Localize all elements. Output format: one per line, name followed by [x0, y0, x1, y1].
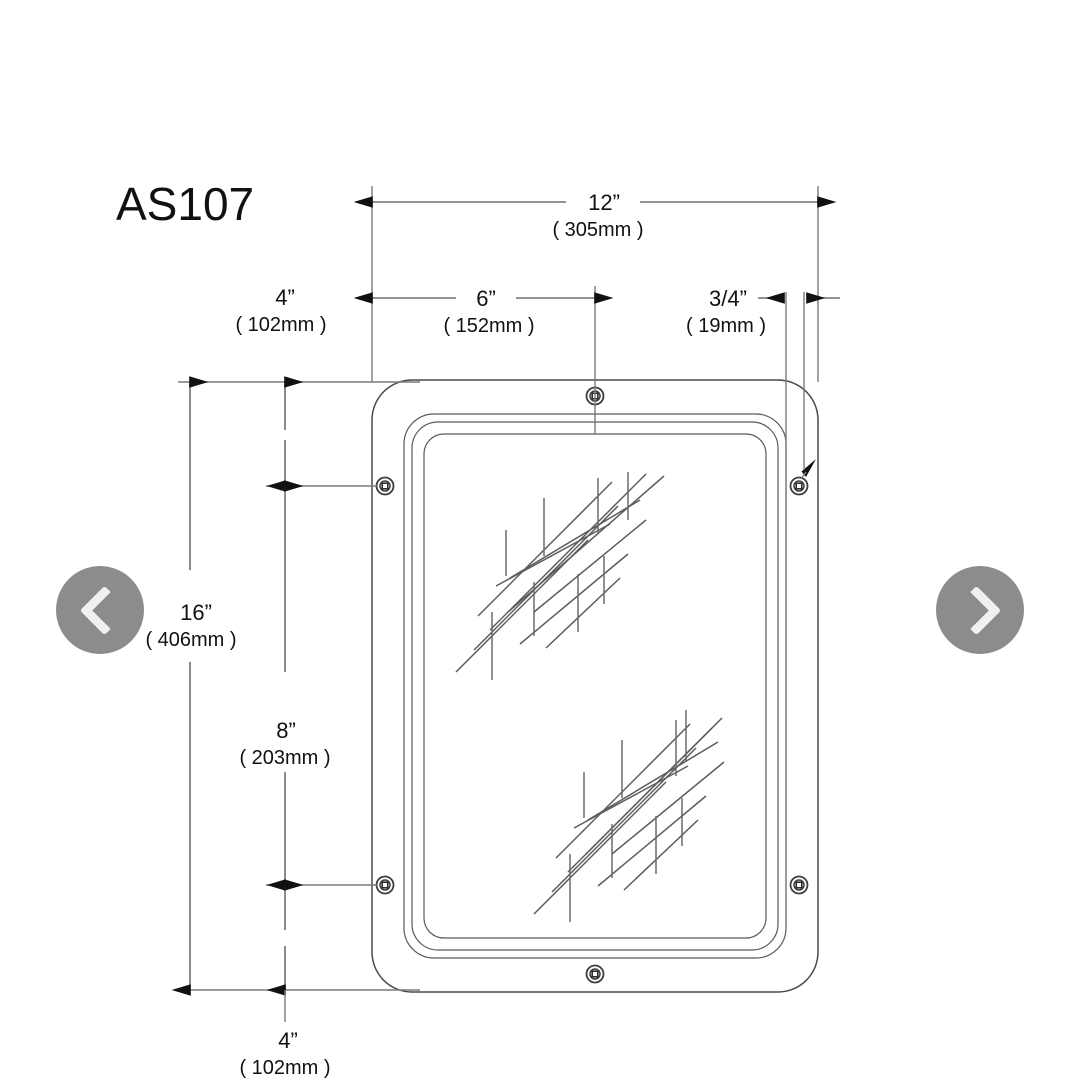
louver-hatch-detail	[455, 472, 665, 680]
chevron-right-icon	[951, 585, 1001, 635]
previous-image-button[interactable]	[56, 566, 144, 654]
dimension-hole-spacing-height-inch: 8”	[276, 718, 296, 743]
dimension-hole-spacing-width-mm: ( 152mm )	[443, 315, 534, 337]
next-image-button[interactable]	[936, 566, 1024, 654]
chevron-left-icon	[79, 585, 129, 635]
screw-callout-leader	[800, 459, 816, 480]
dimension-top-inset-inch: 4”	[275, 285, 295, 310]
dimension-flange-width-inch: 3/4”	[709, 286, 747, 311]
dimension-flange-width: 3/4” ( 19mm )	[686, 286, 840, 337]
louver-hatch-detail	[533, 710, 725, 922]
mounting-screw	[375, 875, 395, 895]
extension-lines-horizontal	[371, 186, 819, 470]
mounting-screw	[789, 476, 809, 496]
dimension-hole-spacing-height-mm: ( 203mm )	[239, 747, 330, 769]
dimension-overall-height-inch: 16”	[180, 600, 212, 625]
mounting-screw	[375, 476, 395, 496]
dimension-overall-width: 12” ( 305mm )	[353, 190, 837, 241]
dimension-hole-spacing-width: 6” ( 152mm )	[353, 286, 614, 337]
dimension-hole-spacing-height: 8” ( 203mm )	[239, 480, 331, 891]
extension-lines-vertical	[178, 381, 420, 991]
dimension-overall-width-inch: 12”	[588, 190, 620, 215]
part-outline	[371, 379, 819, 993]
dimension-bottom-inset-inch: 4”	[278, 1028, 298, 1053]
dimension-bottom-inset: 4” ( 102mm )	[239, 879, 331, 1079]
mounting-screws-group	[375, 386, 809, 984]
dimension-flange-width-mm: ( 19mm )	[686, 315, 766, 337]
dimension-bottom-inset-mm: ( 102mm )	[239, 1057, 330, 1079]
mounting-screw	[789, 875, 809, 895]
dimension-overall-height-mm: ( 406mm )	[145, 629, 236, 651]
dimension-hole-spacing-width-inch: 6”	[476, 286, 496, 311]
mounting-screw	[585, 964, 605, 984]
dimension-overall-height: 16” ( 406mm )	[145, 376, 237, 996]
dimension-overall-width-mm: ( 305mm )	[552, 219, 643, 241]
dimension-top-inset: 4” ( 102mm )	[235, 285, 327, 492]
dimension-top-inset-mm: ( 102mm )	[235, 314, 326, 336]
part-number-title: AS107	[116, 178, 254, 230]
